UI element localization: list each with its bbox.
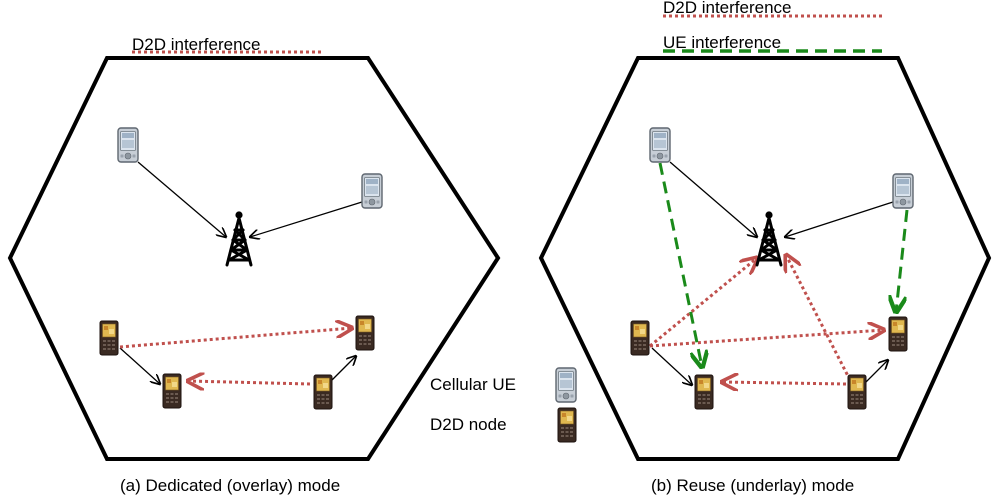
d2d-link: [119, 347, 160, 384]
base-station-tower-icon: [225, 210, 253, 267]
node-key: Cellular UE D2D node: [430, 367, 577, 443]
d2d-interference-arrow: [786, 255, 852, 381]
base-station-tower-icon: [755, 210, 783, 267]
cellular-link: [137, 161, 226, 237]
cell-hexagon-a: [7, 56, 501, 461]
cellular-ue-icon: [649, 127, 671, 163]
d2d-interference-arrow: [188, 381, 311, 384]
key-d2d-node-label: D2D node: [430, 415, 507, 434]
key-cellular-ue-label: Cellular UE: [430, 375, 516, 394]
d2d-node-icon: [847, 374, 867, 410]
legend-ue-interference-label-b: UE interference: [663, 33, 781, 52]
cellular-link: [250, 201, 363, 237]
d2d-node-icon: [99, 320, 119, 356]
d2d-interference-arrow: [649, 330, 884, 348]
d2d-node-icon: [313, 374, 333, 410]
panel-a: D2D interference (a) Dedicated (overlay)…: [7, 35, 501, 495]
d2d-link: [864, 360, 888, 384]
cellular-link: [669, 161, 757, 237]
caption-a: (a) Dedicated (overlay) mode: [120, 476, 340, 495]
d2d-node-icon: [694, 374, 714, 410]
ue-interference-arrow: [896, 209, 909, 312]
d2d-interference-arrow: [119, 328, 352, 349]
cellular-ue-icon: [555, 367, 577, 403]
legend-d2d-interference-label-b: D2D interference: [663, 0, 792, 17]
cellular-ue-icon: [892, 173, 914, 209]
ue-interference-arrow: [658, 162, 702, 367]
panel-b: D2D interference UE interference (b) Reu…: [538, 0, 992, 495]
cell-hexagon-b: [538, 56, 992, 461]
d2d-node-icon: [630, 320, 650, 356]
cellular-ue-icon: [117, 127, 139, 163]
d2d-node-icon: [355, 315, 375, 351]
d2d-node-icon: [888, 316, 908, 352]
d2d-interference-arrow: [722, 382, 847, 384]
d2d-interference-arrow: [649, 258, 757, 348]
d2d-node-icon: [162, 373, 182, 409]
legend-d2d-interference-label-a: D2D interference: [132, 35, 261, 54]
cellular-ue-icon: [361, 173, 383, 209]
d2d-node-icon: [557, 407, 577, 443]
d2d-link: [651, 347, 692, 385]
cellular-link: [785, 201, 894, 237]
d2d-link: [330, 356, 356, 382]
caption-b: (b) Reuse (underlay) mode: [651, 476, 854, 495]
